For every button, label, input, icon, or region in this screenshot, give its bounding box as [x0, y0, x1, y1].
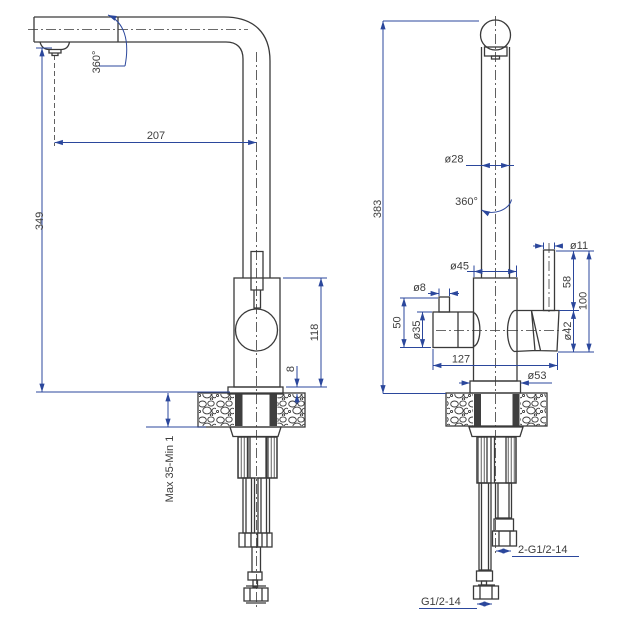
threaded-shank: [476, 436, 488, 484]
side-view-countertop: [197, 392, 306, 428]
mounting-flange: [229, 426, 282, 438]
side-outlet-body: [432, 311, 475, 349]
dim-label-total-height: 383: [372, 200, 384, 218]
left-fillet: [473, 311, 481, 348]
front-view-labels: 383 ø28 360° ø45 ø8 50 ø35 127 ø11 58 10…: [372, 154, 590, 609]
inlet-nut: [243, 587, 269, 602]
swivel-arc: [481, 199, 512, 217]
handle-lever-rod: [542, 249, 556, 312]
aerator: [39, 41, 71, 57]
mixer-handle: [513, 309, 560, 353]
granite-texture: [277, 394, 305, 426]
spout-end: [479, 19, 512, 51]
front-view-geometry: [432, 19, 560, 600]
side-view-labels: 207 349 118 8 Max 35-Min 1 360°: [34, 51, 321, 503]
side-view: 207 349 118 8 Max 35-Min 1 360°: [28, 14, 327, 608]
body-sphere-joint: [234, 308, 279, 352]
dim-label-body-diameter: ø45: [450, 261, 469, 273]
shank-in-hole: [512, 394, 520, 426]
dim-label-reach: 207: [147, 130, 165, 142]
dim-label-side-spout-diameter: ø35: [411, 321, 423, 340]
hose-nut: [491, 530, 518, 547]
side-view-dimensions: [36, 14, 327, 428]
dim-label-spout-height: 349: [34, 212, 46, 230]
dim-label-handle-diameter: ø42: [562, 322, 574, 341]
supply-hoses: [238, 477, 273, 604]
right-fillet: [506, 309, 515, 353]
dim-label-base-diameter: ø53: [528, 370, 547, 382]
granite-texture: [520, 394, 546, 426]
dim-label-pipe-diameter: ø28: [445, 154, 464, 166]
dim-label-side-spout-height: 50: [392, 316, 404, 328]
riser-pipe: [480, 47, 511, 278]
base-plate: [469, 380, 522, 394]
shank-in-hole: [269, 394, 277, 426]
dim-label-outlet-diameter: ø8: [413, 282, 426, 294]
dim-label-body-height: 118: [309, 324, 321, 342]
mounting-flange: [468, 426, 524, 438]
dim-label-overall-width: 127: [452, 354, 470, 366]
shank-in-hole: [474, 394, 481, 426]
front-view-centerlines: [436, 16, 564, 555]
lever-handle: [250, 250, 264, 309]
hose-thread-label: 2-G1/2-14: [518, 544, 568, 556]
dim-label-base-height: 8: [285, 366, 297, 372]
supply-hoses: [472, 482, 518, 600]
hose-nut: [256, 532, 273, 548]
inlet-thread-label: G1/2-14: [421, 596, 461, 608]
side-outlet-pipe: [438, 296, 451, 313]
dim-label-lever-height: 58: [562, 276, 574, 288]
front-view-dimensions: [380, 20, 594, 609]
hose-nut: [238, 532, 259, 548]
front-view: 383 ø28 360° ø45 ø8 50 ø35 127 ø11 58 10…: [372, 16, 594, 609]
threaded-shank: [266, 436, 278, 479]
inlet-nut: [472, 585, 500, 600]
front-view-countertop: [445, 392, 548, 427]
granite-texture: [447, 394, 473, 426]
threaded-shank: [237, 436, 249, 479]
dim-label-deck-thickness: Max 35-Min 1: [164, 436, 176, 503]
swivel-arc: [107, 14, 128, 67]
swivel-label: 360°: [455, 196, 478, 208]
swivel-label: 360°: [91, 51, 103, 74]
threaded-shank: [505, 436, 517, 484]
shank-in-hole: [235, 394, 243, 426]
side-view-centerlines: [28, 29, 257, 608]
side-view-geometry: [33, 16, 284, 604]
dim-label-lever-diameter: ø11: [570, 240, 588, 252]
base-plate: [227, 386, 284, 395]
faucet-body: [233, 277, 281, 388]
granite-texture: [199, 394, 234, 426]
spout-and-riser: [33, 16, 271, 278]
dim-label-handle-height: 100: [578, 292, 590, 310]
